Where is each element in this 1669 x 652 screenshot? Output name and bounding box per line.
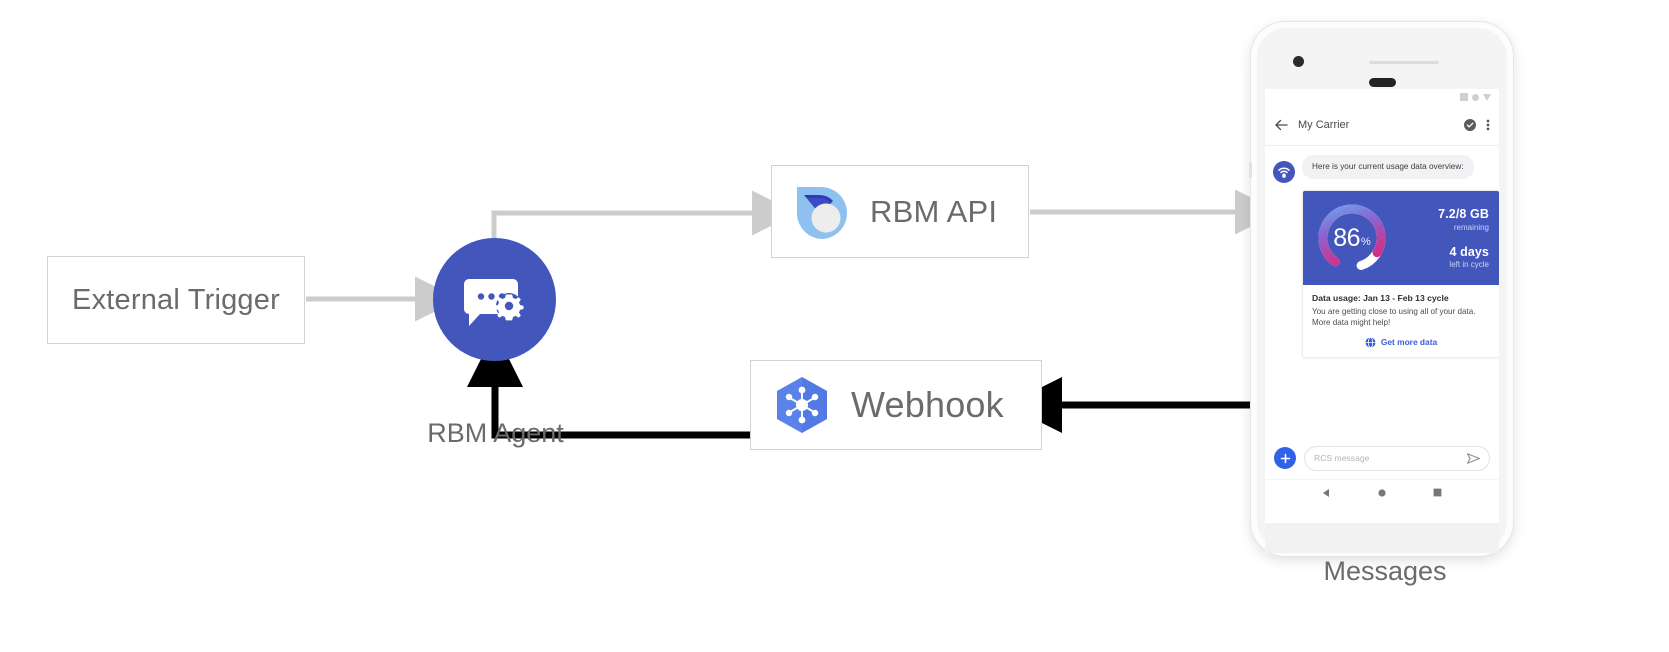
incoming-message-row: Here is your current usage data overview… <box>1273 155 1491 183</box>
edge-agent-to-api <box>491 190 797 238</box>
wifi-router-icon <box>1278 167 1290 178</box>
wifi-icon <box>1472 93 1479 101</box>
stat-days-caption: left in cycle <box>1449 259 1489 269</box>
app-bar: My Carrier <box>1265 105 1499 146</box>
verified-shield-icon[interactable] <box>1464 119 1476 131</box>
stat-data-value: 7.2/8 GB <box>1438 207 1489 222</box>
app-bar-title: My Carrier <box>1298 119 1350 131</box>
rbm-agent-label: RBM Agent <box>427 418 564 448</box>
external-trigger-label: External Trigger <box>72 283 280 316</box>
rbm-api-logo-icon <box>797 186 847 239</box>
phone-chin <box>1265 523 1499 553</box>
usage-gauge: 86 % <box>1313 199 1391 277</box>
usage-stats: 7.2/8 GB remaining 4 days left in cycle <box>1397 207 1493 269</box>
send-icon[interactable] <box>1467 452 1480 464</box>
stat-data-caption: remaining <box>1453 222 1489 232</box>
rich-card-description: You are getting close to using all of yo… <box>1312 307 1476 328</box>
phone-camera <box>1293 56 1304 67</box>
chat-gear-icon <box>464 279 524 326</box>
rich-card-media: 86 % 7.2/8 GB remaining 4 days left in c… <box>1303 191 1499 285</box>
phone-side-button[interactable] <box>1249 162 1252 178</box>
phone-mockup: My Carrier <box>1249 22 1513 556</box>
node-rbm-api[interactable]: RBM API <box>771 165 1029 258</box>
get-more-data-label: Get more data <box>1380 337 1438 348</box>
gauge-percent: 86 % <box>1313 199 1391 277</box>
node-rbm-agent[interactable] <box>433 238 556 361</box>
recents-square-icon[interactable] <box>1433 488 1442 497</box>
globe-icon <box>1365 337 1376 348</box>
home-circle-icon[interactable] <box>1377 488 1387 498</box>
rich-card-title: Data usage: Jan 13 - Feb 13 cycle <box>1312 293 1449 303</box>
signal-icon <box>1460 93 1468 101</box>
avatar <box>1273 161 1295 183</box>
rcs-message-input[interactable]: RCS message <box>1304 445 1490 471</box>
get-more-data-button[interactable]: Get more data <box>1312 337 1490 351</box>
battery-icon <box>1483 93 1491 101</box>
more-vertical-icon[interactable] <box>1486 118 1490 132</box>
messages-label: Messages <box>1323 556 1447 586</box>
cloud-functions-hexagon-icon <box>777 377 827 433</box>
node-external-trigger[interactable]: External Trigger <box>47 256 305 344</box>
node-webhook[interactable]: Webhook <box>750 360 1042 450</box>
arrow-left-icon[interactable] <box>1274 118 1288 132</box>
phone-screen: My Carrier <box>1265 89 1499 523</box>
plus-glyph <box>1280 453 1290 463</box>
conversation-area: Here is your current usage data overview… <box>1265 146 1499 479</box>
gauge-percent-symbol: % <box>1361 235 1371 248</box>
back-triangle-icon[interactable] <box>1322 488 1332 498</box>
plus-icon[interactable] <box>1274 447 1296 469</box>
rich-card[interactable]: 86 % 7.2/8 GB remaining 4 days left in c… <box>1302 190 1499 358</box>
stat-days-value: 4 days <box>1449 244 1489 259</box>
rcs-message-placeholder: RCS message <box>1314 453 1370 463</box>
gauge-percent-value: 86 <box>1333 223 1361 252</box>
phone-earpiece <box>1369 78 1396 87</box>
webhook-label: Webhook <box>851 384 1004 425</box>
gauge-arc-icon <box>1318 204 1386 272</box>
rich-card-body: Data usage: Jan 13 - Feb 13 cycle You ar… <box>1303 285 1499 357</box>
rbm-api-label: RBM API <box>870 193 998 229</box>
message-bubble: Here is your current usage data overview… <box>1302 155 1474 179</box>
android-nav-bar <box>1265 479 1499 505</box>
message-composer: RCS message <box>1265 437 1499 479</box>
status-bar <box>1265 89 1499 105</box>
phone-speaker-grille <box>1369 61 1439 64</box>
